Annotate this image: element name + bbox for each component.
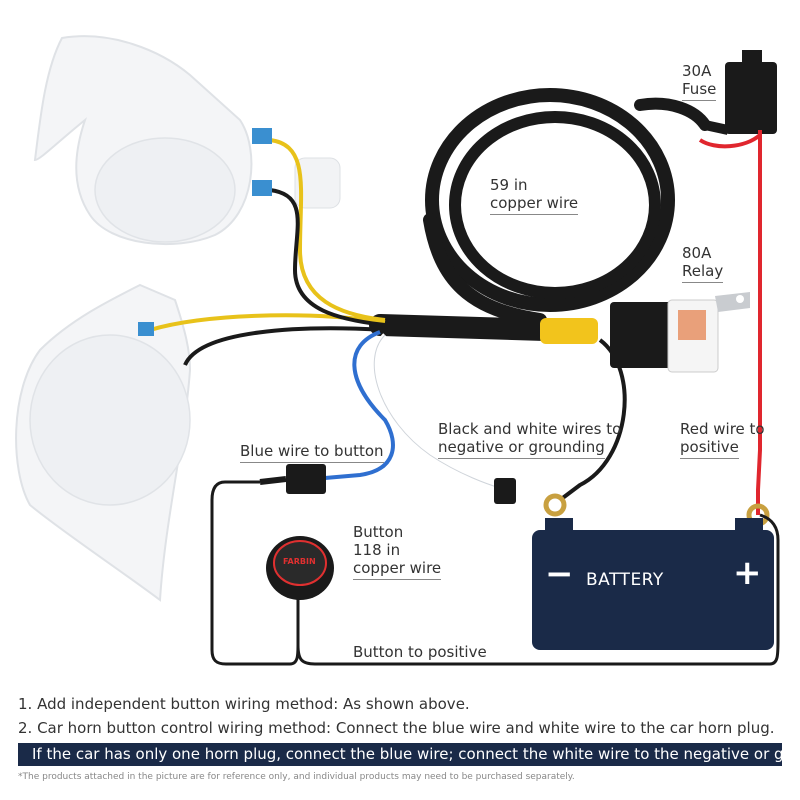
button-label-line2: 118 in: [353, 541, 401, 559]
button-label-line1: Button: [353, 523, 404, 541]
instructions: 1. Add independent button wiring method:…: [18, 695, 800, 782]
wiring-diagram: [15, 35, 780, 666]
red-wire-fuse: [698, 133, 762, 149]
button-to-positive-wire: [296, 513, 780, 666]
black-horn-wire-lower: [183, 326, 386, 366]
blue-wire-connector: [286, 464, 326, 494]
button-cable: [210, 480, 300, 666]
instruction-2: 2. Car horn button control wiring method…: [18, 719, 775, 737]
fuse-holder: [703, 50, 777, 135]
copper-wire-length-label: 59 in: [490, 176, 528, 194]
upper-horn-connector-2: [252, 180, 272, 196]
red-wire: [756, 130, 762, 515]
button-to-positive-label: Button to positive: [353, 643, 487, 661]
yellow-wire-upper: [269, 138, 386, 322]
black-horn-wire-upper: [269, 188, 386, 327]
fuse-amp-label: 30A: [682, 62, 712, 80]
upper-horn-connector-1: [252, 128, 272, 144]
fuse-label: Fuse: [682, 80, 717, 101]
battery-minus-sign: −: [545, 554, 574, 594]
instruction-1: 1. Add independent button wiring method:…: [18, 695, 470, 713]
horn-button: [266, 536, 334, 600]
inline-fuse: [540, 318, 598, 344]
relay-label: Relay: [682, 262, 724, 283]
relay-amp-label: 80A: [682, 244, 712, 262]
black-ground-wire: [558, 338, 627, 502]
instruction-3-highlight: If the car has only one horn plug, conne…: [18, 743, 800, 766]
black-white-label-line2: negative or grounding: [438, 438, 605, 459]
white-wire: [371, 333, 501, 491]
harness-trunk: [369, 314, 556, 341]
negative-ring-terminal: [543, 493, 567, 517]
red-wire-label-line2: positive: [680, 438, 739, 459]
lower-horn-connector: [138, 322, 154, 336]
battery-label: BATTERY: [586, 570, 664, 590]
copper-wire-label: copper wire: [490, 194, 579, 215]
disclaimer: *The products attached in the picture ar…: [18, 772, 575, 782]
black-white-label-line1: Black and white wires to: [438, 420, 622, 438]
upper-horn: [33, 35, 341, 246]
button-label-line3: copper wire: [353, 559, 442, 580]
blue-wire-label: Blue wire to button: [240, 442, 384, 463]
relay: [610, 292, 750, 373]
ground-connector: [494, 478, 516, 504]
button-brand-label: FARBIN: [283, 557, 316, 566]
red-wire-label-line1: Red wire to: [680, 420, 765, 438]
battery: [532, 518, 774, 650]
blue-wire: [324, 330, 395, 480]
battery-plus-sign: +: [733, 553, 762, 593]
lower-horn: [15, 283, 192, 602]
copper-wire-coil: [423, 88, 711, 327]
